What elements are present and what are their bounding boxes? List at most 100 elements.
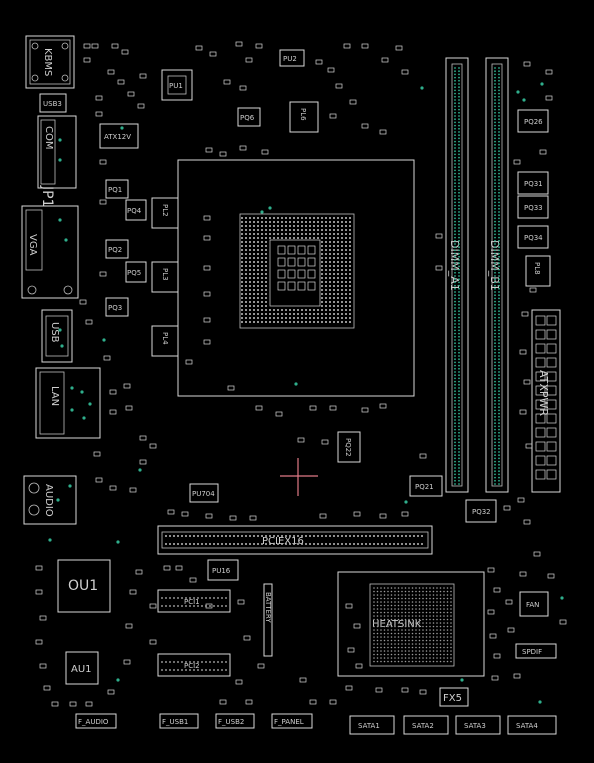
f-usb1-header: F_USB1 xyxy=(159,713,199,729)
usb3-label: USB3 xyxy=(43,100,62,108)
pq4-label: PQ4 xyxy=(127,207,142,215)
component-pads xyxy=(35,41,567,707)
pq34-mosfet: PQ34 xyxy=(517,225,549,249)
sata3-label: SATA3 xyxy=(464,722,486,730)
pu704-controller: PU704 xyxy=(189,483,219,503)
pq26-mosfet: PQ26 xyxy=(517,109,549,133)
pl6-label: PL6 xyxy=(299,108,307,121)
spdif-label: SPDIF xyxy=(522,648,542,656)
f-panel-label: F_PANEL xyxy=(274,718,304,726)
lan-connector: LAN xyxy=(35,367,101,439)
dimm-b-label: DIMM_B1 xyxy=(488,240,501,291)
sata1-connector: SATA1 xyxy=(349,715,395,735)
pl8-label: PL8 xyxy=(533,262,541,275)
ou1-label: OU1 xyxy=(68,578,98,594)
atx12v-connector: ATX12V xyxy=(99,123,139,149)
dimm-slot-b: DIMM_B1 xyxy=(485,57,509,493)
vga-label: VGA xyxy=(27,234,38,256)
pu16-label: PU16 xyxy=(212,567,231,575)
pu1-label: PU1 xyxy=(169,82,183,90)
pq6-mosfet: PQ6 xyxy=(237,107,261,127)
dimm-a-label: DIMM_A1 xyxy=(448,240,461,291)
fan-header: FAN xyxy=(519,591,549,617)
pl3-label: PL3 xyxy=(161,268,169,281)
atx12v-label: ATX12V xyxy=(104,133,131,141)
audio-connector: AUDIO xyxy=(23,475,77,525)
atxpwr-label: ATXPWR xyxy=(537,370,550,416)
usb-label: USB xyxy=(49,322,60,343)
cpu-socket xyxy=(177,159,415,397)
pq33-mosfet: PQ33 xyxy=(517,195,549,219)
dimm-slot-a: DIMM_A1 xyxy=(445,57,469,493)
pq32-mosfet: PQ32 xyxy=(465,499,497,523)
pq21-label: PQ21 xyxy=(415,483,434,491)
sata4-connector: SATA4 xyxy=(507,715,557,735)
pq22-mosfet: PQ22 xyxy=(337,431,361,463)
sata4-label: SATA4 xyxy=(516,722,538,730)
fan-label: FAN xyxy=(526,601,539,609)
pl3-inductor: PL3 xyxy=(151,261,179,293)
f-audio-label: F_AUDIO xyxy=(78,718,109,726)
ou1-chip: OU1 xyxy=(57,559,111,613)
pu1-controller: PU1 xyxy=(161,69,193,101)
com-label: COM xyxy=(43,126,54,149)
usb3-connector: USB3 xyxy=(39,93,67,113)
au1-chip: AU1 xyxy=(65,651,99,685)
pl2-label: PL2 xyxy=(161,204,169,217)
pq2-label: PQ2 xyxy=(108,246,122,254)
pq6-label: PQ6 xyxy=(240,114,255,122)
pu16-controller: PU16 xyxy=(207,559,239,581)
sata2-connector: SATA2 xyxy=(403,715,449,735)
pq2-mosfet: PQ2 xyxy=(105,239,129,259)
pq32-label: PQ32 xyxy=(472,508,491,516)
f-audio-header: F_AUDIO xyxy=(75,713,117,729)
pl8-inductor: PL8 xyxy=(525,255,551,287)
pci-slot-1: PCI1 xyxy=(157,589,231,613)
jp1-header: JP1 xyxy=(39,185,55,207)
pl4-inductor: PL4 xyxy=(151,325,179,357)
pu704-label: PU704 xyxy=(192,490,215,498)
pq5-mosfet: PQ5 xyxy=(125,261,147,283)
f-usb1-label: F_USB1 xyxy=(162,718,188,726)
pci2-label: PCI2 xyxy=(184,662,200,670)
pq31-mosfet: PQ31 xyxy=(517,171,549,195)
pci-slot-2: PCI2 xyxy=(157,653,231,677)
pci1-label: PCI1 xyxy=(184,598,200,606)
pq34-label: PQ34 xyxy=(524,234,543,242)
sata1-label: SATA1 xyxy=(358,722,380,730)
jp1-label: JP1 xyxy=(39,185,55,207)
usb-connector: USB xyxy=(41,309,73,363)
au1-label: AU1 xyxy=(71,664,92,675)
f-usb2-header: F_USB2 xyxy=(215,713,255,729)
pq26-label: PQ26 xyxy=(524,118,543,126)
pl4-label: PL4 xyxy=(161,332,169,345)
pq31-label: PQ31 xyxy=(524,180,543,188)
pq3-label: PQ3 xyxy=(108,304,122,312)
spdif-header: SPDIF xyxy=(515,643,557,659)
battery-label: BATTERY xyxy=(264,592,272,623)
com-port: COM xyxy=(37,115,77,189)
pq1-label: PQ1 xyxy=(108,186,122,194)
pq3-mosfet: PQ3 xyxy=(105,297,129,317)
pl2-inductor: PL2 xyxy=(151,197,179,229)
pcie16-label: PCIEX16 xyxy=(262,536,304,547)
battery-holder: BATTERY xyxy=(263,583,273,657)
heatsink-label: HEATSINK xyxy=(372,619,422,630)
crosshair-marker xyxy=(280,458,318,496)
pq5-label: PQ5 xyxy=(127,269,141,277)
pu2-label: PU2 xyxy=(283,55,297,63)
vga-connector: VGA xyxy=(21,205,79,299)
audio-label: AUDIO xyxy=(43,484,54,517)
ps2-label: KBMS xyxy=(42,48,53,76)
pq4-mosfet: PQ4 xyxy=(125,199,147,221)
pq21-mosfet: PQ21 xyxy=(409,475,443,497)
fx5-component: FX5 xyxy=(439,687,469,707)
f-panel-header: F_PANEL xyxy=(271,713,313,729)
pl6-inductor: PL6 xyxy=(289,101,319,133)
chipset-heatsink: HEATSINK xyxy=(337,571,485,677)
pq22-label: PQ22 xyxy=(344,438,352,457)
pu2-controller: PU2 xyxy=(279,49,305,67)
pcie-x16-slot: PCIEX16 xyxy=(157,525,433,555)
pq33-label: PQ33 xyxy=(524,204,543,212)
